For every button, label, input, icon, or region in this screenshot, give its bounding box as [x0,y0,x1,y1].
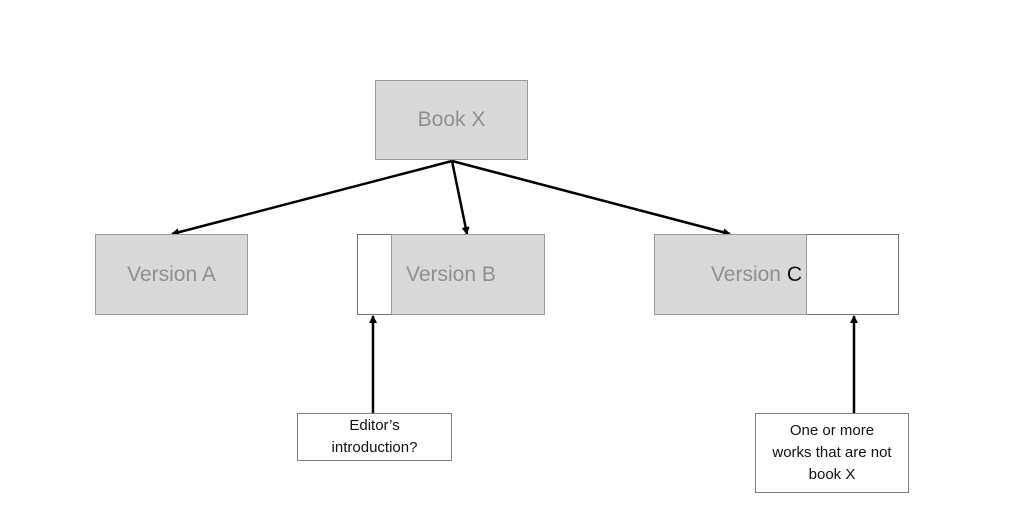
version-b-label: Version B [406,262,496,286]
version-a-node: Version A [95,234,248,315]
version-c-node: Version C [654,234,807,315]
version-b-added-part [357,234,393,315]
arrow-book-to-version-c [451,159,731,237]
version-c-label-suffix: C [786,262,802,286]
editor-introduction-note: Editor’s introduction? [297,413,452,461]
note-line: works that are not [772,444,892,461]
book-x-node: Book X [375,80,528,160]
version-c-added-part [806,234,899,315]
note-line: introduction? [331,439,418,456]
note-line: book X [808,466,856,483]
arrow-book-to-version-b [450,160,470,235]
version-c-label-prefix: Version [710,262,787,286]
note-line: One or more [789,422,875,439]
other-works-note: One or more works that are not book X [755,413,909,493]
version-b-node: Version B [391,234,545,315]
arrow-book-to-version-a [171,159,453,237]
note-line: Editor’s [349,417,400,434]
book-x-label: Book X [417,108,486,131]
version-a-label: Version A [127,262,216,286]
